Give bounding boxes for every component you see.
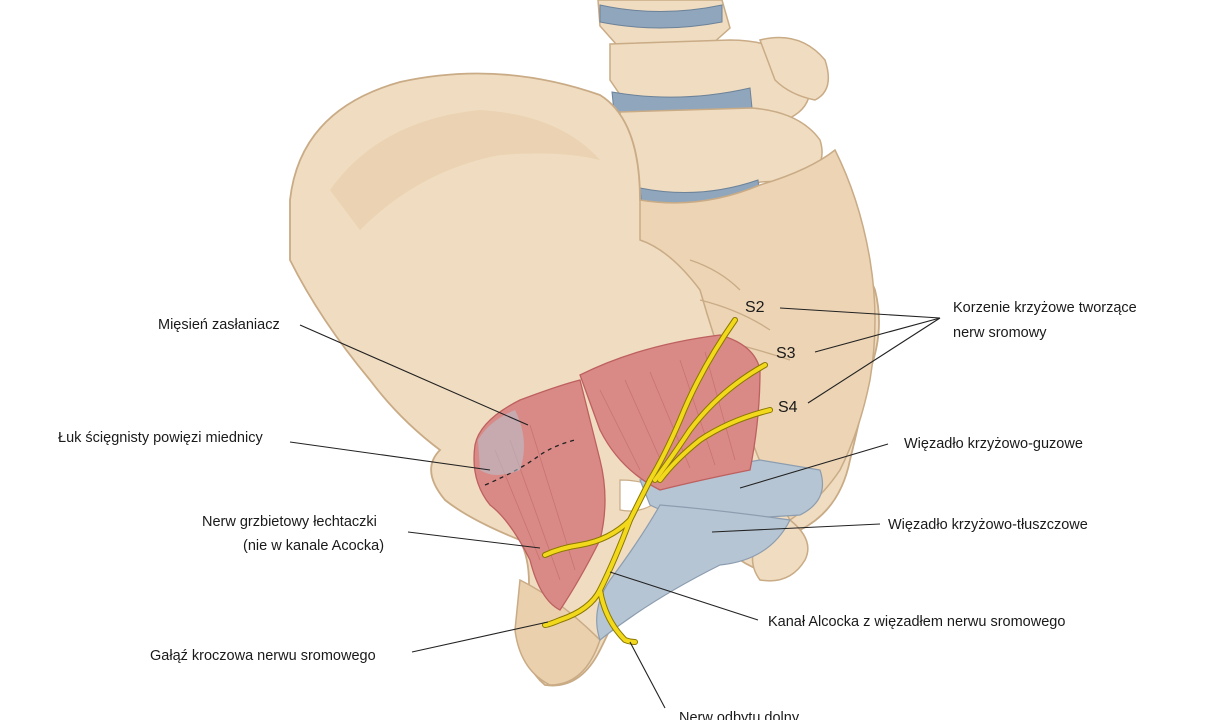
- membrane-grey: [478, 410, 524, 475]
- leader-perineal-branch: [411, 621, 549, 653]
- leader-alcock-canal: [609, 571, 759, 621]
- leader-sacral-roots-s3: [814, 317, 941, 353]
- leader-obturator: [299, 324, 529, 426]
- label-perineal-branch: Gałąź kroczowa nerwu sromowego: [150, 648, 376, 664]
- segment-label-s4: S4: [778, 399, 798, 416]
- leader-lines: [289, 307, 941, 709]
- label-sacrospinous-ligament: Więzadło krzyżowo-tłuszczowe: [888, 517, 1088, 533]
- muscle-fibers: [494, 351, 736, 581]
- segment-labels: S2 S3 S4: [745, 299, 798, 416]
- muscles: [473, 334, 761, 611]
- leader-inferior-rectal: [629, 641, 666, 709]
- tendinous-arch-dashed: [484, 439, 576, 486]
- label-alcock-canal: Kanał Alcocka z więzadłem nerwu sromoweg…: [768, 614, 1065, 630]
- segment-label-s2: S2: [745, 299, 765, 316]
- annotation-labels: Mięsień zasłaniacz Łuk ścięgnisty powięz…: [58, 300, 1137, 720]
- label-sacral-roots-line1: Korzenie krzyżowe tworzące: [953, 300, 1137, 316]
- label-tendinous-arch: Łuk ścięgnisty powięzi miednicy: [58, 430, 263, 446]
- leader-tendinous-arch: [289, 441, 491, 471]
- label-sacrotuberous-ligament: Więzadło krzyżowo-guzowe: [904, 436, 1083, 452]
- intervertebral-disc-1: [599, 4, 723, 29]
- label-clitoral-nerve-line2: (nie w kanale Acocka): [243, 538, 384, 554]
- leader-clitoral-nerve: [407, 531, 541, 549]
- label-sacral-roots-line2: nerw sromowy: [953, 325, 1047, 341]
- spinous-process: [759, 36, 830, 101]
- leader-sacral-roots-s2: [779, 307, 941, 319]
- label-clitoral-nerve-line1: Nerw grzbietowy łechtaczki: [202, 514, 377, 530]
- leader-sacral-roots-s4: [807, 317, 941, 404]
- pudendal-nerve: [542, 317, 773, 645]
- leader-sacrospinous: [711, 523, 881, 533]
- label-inferior-rectal-nerve: Nerw odbytu dolny: [679, 710, 800, 720]
- leader-sacrotuberous: [739, 443, 889, 489]
- label-obturator-muscle: Mięsień zasłaniacz: [158, 317, 280, 333]
- iliac-fossa-shading: [330, 110, 600, 230]
- segment-label-s3: S3: [776, 345, 796, 362]
